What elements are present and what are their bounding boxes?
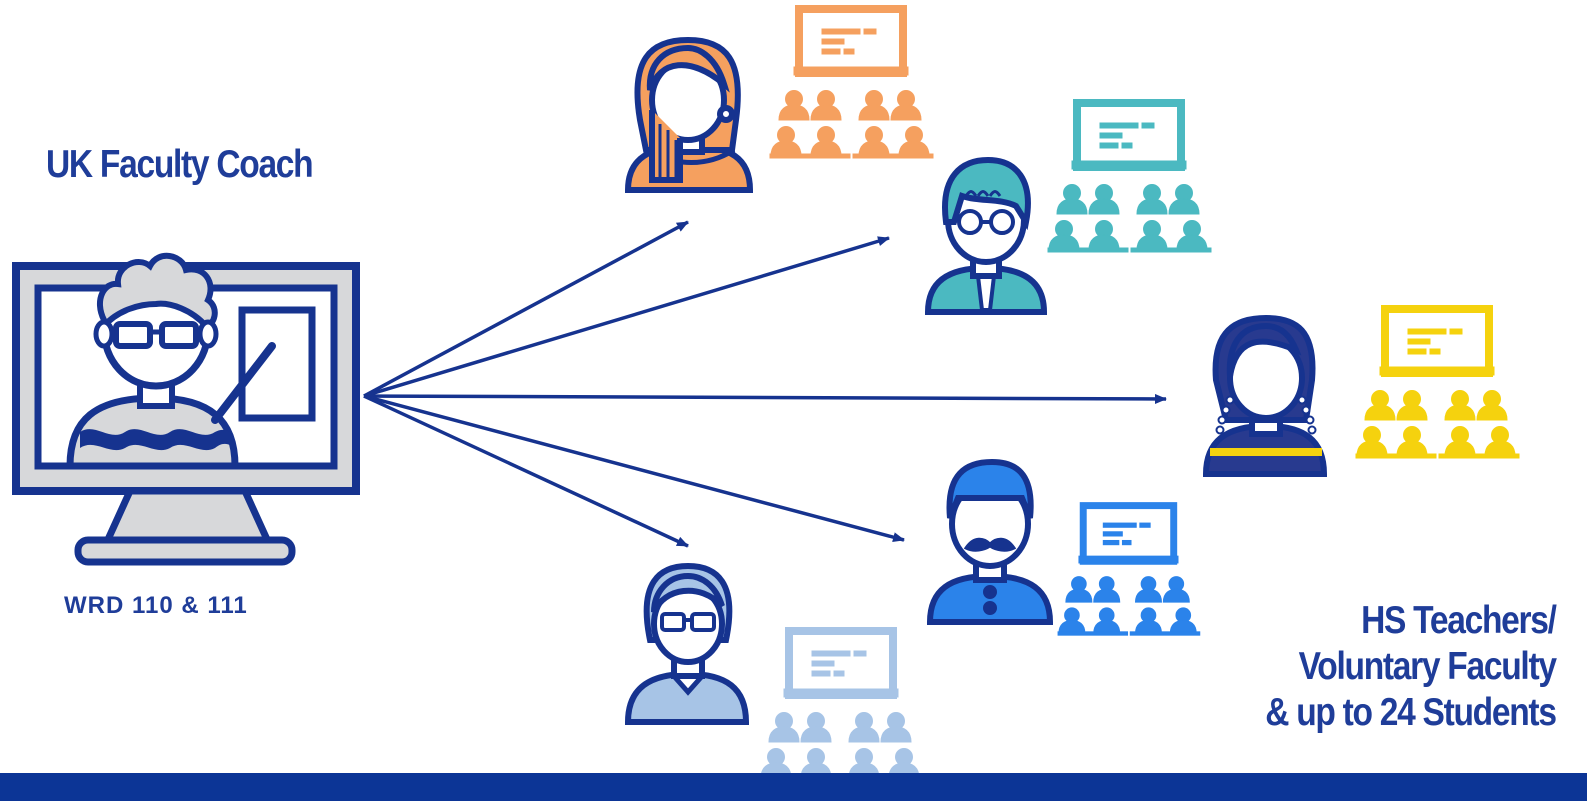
coach-title: UK Faculty Coach	[46, 143, 314, 186]
teacher-older-glasses-icon	[624, 562, 750, 725]
arrow-to-teacher-1	[363, 220, 689, 398]
classroom-icon	[1048, 103, 1211, 252]
classroom-icon	[760, 631, 923, 780]
arrow-to-teacher-3	[363, 393, 1167, 404]
hs-teachers-label: HS Teachers/ Voluntary Faculty & up to 2…	[1265, 598, 1558, 736]
connector-arrows	[363, 220, 1167, 548]
hs-label-line-3: & up to 24 Students	[1265, 691, 1558, 734]
teacher-woman-braids-icon	[1202, 314, 1328, 477]
classroom-icon	[1058, 506, 1200, 636]
teacher-woman-icon	[624, 36, 754, 193]
arrow-to-teacher-4	[363, 394, 905, 542]
hs-label-line-2: Voluntary Faculty	[1298, 645, 1557, 688]
classroom-icon	[1356, 309, 1519, 458]
classroom-icon	[770, 9, 933, 158]
arrow-to-teacher-2	[363, 236, 890, 398]
course-code: WRD 110 & 111	[64, 592, 248, 619]
online-teacher-monitor-icon	[12, 253, 360, 566]
footer-bar	[0, 773, 1587, 801]
teacher-man-glasses-icon	[924, 156, 1048, 315]
arrow-to-teacher-5	[363, 394, 689, 548]
teacher-man-mustache-icon	[926, 458, 1054, 625]
hs-label-line-1: HS Teachers/	[1361, 599, 1557, 642]
